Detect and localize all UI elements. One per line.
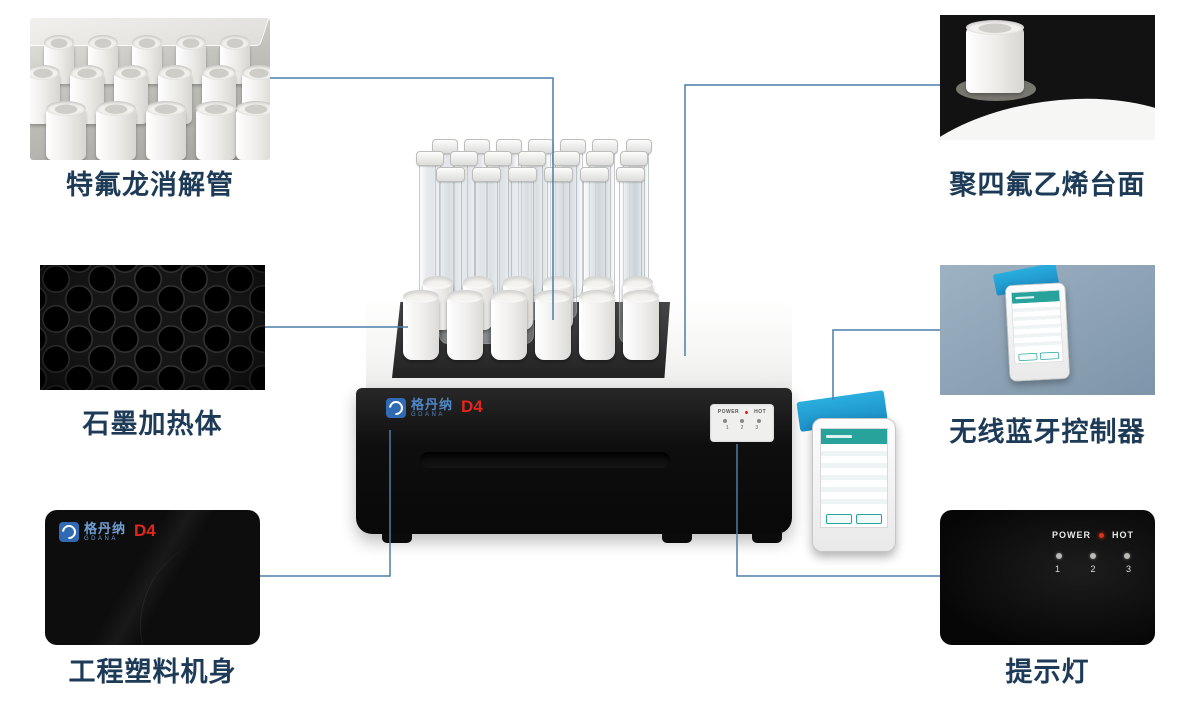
screen-rows bbox=[1012, 301, 1063, 352]
callout-photo-ptfe-tabletop bbox=[940, 15, 1155, 140]
power-label: POWER bbox=[1051, 530, 1091, 540]
tube-cap bbox=[616, 167, 645, 182]
label-graphite-heater: 石墨加热体 bbox=[82, 409, 223, 439]
led-icon bbox=[757, 419, 761, 423]
led-number: 2 bbox=[1090, 564, 1096, 574]
led-number: 1 bbox=[1055, 564, 1061, 574]
screen-button bbox=[1018, 352, 1038, 362]
callout-photo-teflon-tubes bbox=[30, 18, 270, 160]
white-ptfe-sleeve bbox=[579, 290, 615, 360]
led-number: 2 bbox=[740, 425, 744, 431]
white-ptfe-sleeve bbox=[447, 290, 483, 360]
panel-led-row bbox=[1040, 553, 1146, 559]
device-foot bbox=[382, 533, 412, 543]
label-plastic-body: 工程塑料机身 bbox=[68, 657, 237, 687]
ptfe-tube bbox=[966, 20, 1024, 93]
panel-led-row bbox=[710, 419, 774, 423]
panel-labels-row: POWER HOT bbox=[1040, 530, 1146, 540]
model-label: D4 bbox=[461, 397, 483, 416]
teflon-digestion-tube bbox=[196, 101, 236, 160]
tube-cap bbox=[586, 151, 614, 166]
power-label: POWER bbox=[717, 409, 740, 415]
callout-device-logo: 格丹纳 GDANA D4 bbox=[59, 521, 156, 543]
screen-buttons bbox=[1018, 351, 1060, 362]
screen-rows bbox=[821, 444, 887, 511]
led-number: 1 bbox=[725, 425, 729, 431]
panel-labels-row: POWER HOT bbox=[710, 409, 774, 415]
controller-screen bbox=[1010, 289, 1064, 365]
brand-text-block: 格丹纳 GDANA bbox=[84, 521, 127, 543]
brand-name-cn: 格丹纳 bbox=[84, 521, 127, 536]
indicator-panel: POWER HOT 1 2 3 bbox=[1040, 530, 1146, 574]
tube-cap bbox=[580, 167, 609, 182]
teflon-digestion-tube bbox=[146, 101, 186, 160]
brand-logo-icon bbox=[59, 522, 79, 542]
teflon-digestion-tube bbox=[96, 101, 136, 160]
handheld-controller bbox=[796, 390, 900, 556]
power-led-icon bbox=[745, 410, 749, 414]
label-teflon-tubes: 特氟龙消解管 bbox=[66, 170, 234, 200]
screen-buttons bbox=[826, 514, 882, 524]
teflon-digestion-tube bbox=[46, 101, 86, 160]
screen-button bbox=[1039, 351, 1060, 360]
screen-button bbox=[826, 514, 852, 524]
teflon-digestion-tube bbox=[30, 65, 60, 124]
white-ptfe-sleeve bbox=[491, 290, 527, 360]
hot-label: HOT bbox=[1112, 530, 1134, 540]
led-icon bbox=[723, 419, 727, 423]
callout-photo-graphite-block bbox=[40, 265, 265, 390]
label-indicator-lights: 提示灯 bbox=[1005, 657, 1090, 687]
controller-body bbox=[812, 418, 896, 552]
teflon-digestion-tube bbox=[132, 35, 162, 84]
callout-photo-plastic-body: 格丹纳 GDANA D4 bbox=[45, 510, 260, 645]
white-ptfe-sleeve bbox=[535, 290, 571, 360]
led-number: 3 bbox=[1125, 564, 1131, 574]
white-ptfe-sleeve bbox=[623, 290, 659, 360]
body-curve-highlight bbox=[140, 536, 260, 645]
led-icon bbox=[1124, 553, 1130, 559]
led-icon bbox=[1056, 553, 1062, 559]
device-logo: 格丹纳 GDANA D4 bbox=[386, 397, 483, 419]
device-foot bbox=[662, 533, 692, 543]
led-icon bbox=[740, 419, 744, 423]
label-bluetooth-controller: 无线蓝牙控制器 bbox=[949, 417, 1146, 447]
callout-photo-bluetooth-controller bbox=[940, 265, 1155, 395]
device-body: 格丹纳 GDANA D4 POWER HOT 1 2 bbox=[356, 388, 792, 543]
panel-number-row: 1 2 3 bbox=[1040, 564, 1146, 574]
brand-name-en: GDANA bbox=[411, 412, 445, 419]
handheld-controller-small bbox=[992, 265, 1073, 385]
device-indicator-panel: POWER HOT 1 2 3 bbox=[710, 404, 774, 442]
led-icon bbox=[1090, 553, 1096, 559]
led-number: 3 bbox=[755, 425, 759, 431]
controller-screen bbox=[820, 428, 888, 528]
brand-logo-icon bbox=[386, 398, 406, 418]
power-led-icon bbox=[1099, 532, 1104, 538]
hot-label: HOT bbox=[754, 409, 767, 415]
tube-cap bbox=[620, 151, 648, 166]
controller-body bbox=[1004, 282, 1071, 382]
brand-text-block: 格丹纳 GDANA bbox=[411, 397, 454, 419]
label-ptfe-tabletop: 聚四氟乙烯台面 bbox=[949, 170, 1146, 200]
screen-header-bar bbox=[821, 429, 887, 444]
model-label: D4 bbox=[134, 521, 156, 540]
device-foot bbox=[752, 533, 782, 543]
teflon-digestion-tube bbox=[236, 101, 270, 160]
callout-photo-indicator-lights: POWER HOT 1 2 3 bbox=[940, 510, 1155, 645]
white-ptfe-sleeve bbox=[403, 290, 439, 360]
ptfe-sleeve-row bbox=[395, 140, 695, 410]
panel-number-row: 1 2 3 bbox=[710, 425, 774, 431]
device-handle-recess bbox=[420, 452, 670, 468]
brand-name-cn: 格丹纳 bbox=[411, 397, 454, 412]
brand-name-en: GDANA bbox=[84, 536, 118, 543]
screen-button bbox=[856, 514, 882, 524]
